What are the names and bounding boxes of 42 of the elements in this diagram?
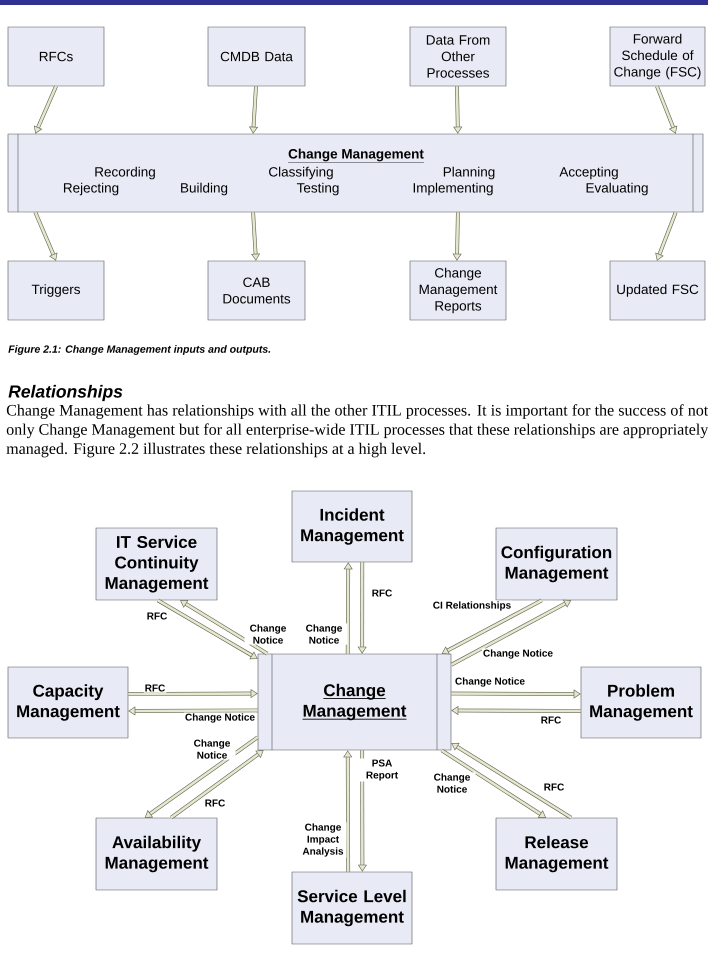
- process-box: Incident Management: [292, 490, 412, 562]
- process-box: Problem Management: [580, 666, 702, 738]
- edge-label: RFC: [370, 588, 394, 598]
- process-box: Service Level Management: [292, 872, 412, 944]
- edge-label: RFC: [204, 798, 226, 808]
- edge-label: Change Notice: [454, 676, 526, 688]
- figure-caption: Figure 2.1: Change Management inputs and outputs.: [8, 345, 270, 355]
- edge-label: PSA Report: [358, 758, 406, 782]
- process-box: Triggers: [8, 260, 104, 320]
- edge-label: Change Notice: [482, 648, 554, 660]
- edge-label: Change Notice: [300, 623, 348, 645]
- arrow: [451, 742, 572, 820]
- edge-label: CI Relationships: [432, 600, 512, 612]
- arrow: [156, 598, 258, 660]
- process-box: IT Service Continuity Management: [96, 528, 218, 600]
- process-box: CMDB Data: [208, 26, 306, 86]
- process-band: Change Management Recording Classifying Planning Accepting Rejecting Building Testing Implementing Evaluating: [8, 134, 704, 212]
- edge-label: RFC: [540, 715, 562, 725]
- process-box: Configuration Management: [496, 528, 618, 600]
- process-box: Release Management: [496, 818, 618, 890]
- edge-label: RFC: [144, 683, 166, 693]
- process-box: Capacity Management: [8, 666, 128, 738]
- process-box: Change Management: [258, 654, 452, 750]
- edge-label: Change Notice: [244, 623, 292, 645]
- edge-label: Change Notice: [184, 712, 256, 724]
- process-box: RFCs: [8, 26, 104, 86]
- edge-label: Change Impact Analysis: [300, 822, 346, 858]
- arrow: [442, 598, 543, 654]
- section-heading: Relationships: [8, 384, 122, 402]
- edge-label: RFC: [542, 782, 566, 792]
- arrow: [180, 600, 268, 656]
- process-box: Data From Other Processes: [410, 26, 506, 86]
- process-box: Change Management Reports: [410, 260, 506, 320]
- arrow: [144, 736, 259, 818]
- edge-label: RFC: [146, 611, 168, 621]
- process-box: Updated FSC: [610, 260, 706, 320]
- process-box: Forward Schedule of Change (FSC): [610, 26, 706, 86]
- process-box: Availability Management: [96, 818, 218, 890]
- edge-label: Change Notice: [428, 772, 476, 794]
- process-box: CAB Documents: [208, 260, 306, 320]
- edge-label: Change Notice: [188, 738, 236, 760]
- paragraph: Change Management has relationships with all the other ITIL processes. It is important for the success of not only Change Management but for all enterprise-wide ITIL processes that these relationships are appropriately managed. Figure 2.2 illustrates these relationships at a high level.: [6, 404, 708, 458]
